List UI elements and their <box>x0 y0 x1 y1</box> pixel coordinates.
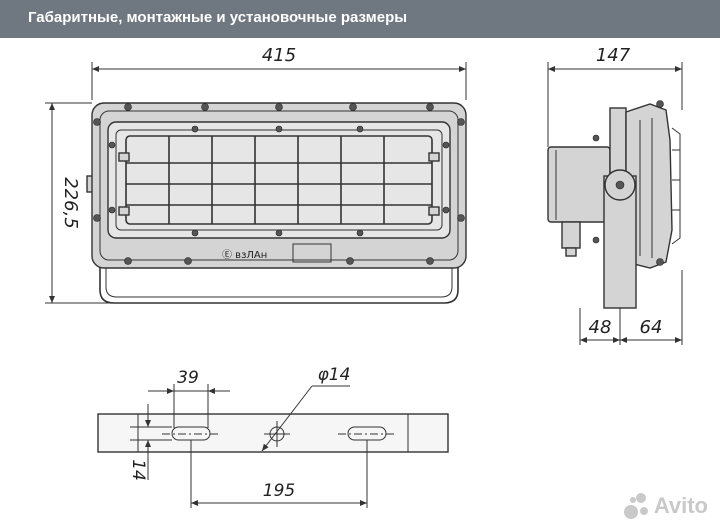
avito-watermark-text: Avito <box>653 493 708 518</box>
hole-diameter-label: φ14 <box>318 365 351 385</box>
front-bracket-loop <box>99 262 459 304</box>
slot-spacing-label: 195 <box>263 481 295 501</box>
front-housing-inner-rim <box>99 110 459 261</box>
front-bracket-loop-inner <box>105 262 453 298</box>
bracket-view: 39 φ14 14 195 <box>97 365 449 508</box>
side-view: 147 48 64 <box>547 45 683 345</box>
frame-bolts <box>93 103 465 265</box>
thickness-label: 14 <box>128 459 148 481</box>
avito-watermark: Avito <box>623 493 708 519</box>
hole-leader-line <box>261 385 313 452</box>
slot-offset-label: 39 <box>177 368 199 388</box>
side-cable-gland <box>561 221 581 249</box>
front-nameplate <box>292 243 332 263</box>
front-glass-frame <box>107 121 451 239</box>
avito-logo-icon <box>623 493 650 519</box>
protective-grid <box>118 135 440 225</box>
brand-logo: Ⓔ взЛАн <box>222 249 267 261</box>
front-height-label: 226,5 <box>60 177 81 229</box>
header-bar: Габаритные, монтажные и установочные раз… <box>0 0 720 38</box>
side-housing-block <box>547 146 611 223</box>
page-title: Габаритные, монтажные и установочные раз… <box>28 9 408 26</box>
side-left-label: 48 <box>589 317 612 338</box>
bracket-bar <box>97 413 449 453</box>
front-view: 415 226,5 <box>45 45 467 304</box>
side-right-label: 64 <box>640 317 663 338</box>
side-depth-label: 147 <box>596 45 631 66</box>
front-width-label: 415 <box>262 45 296 66</box>
